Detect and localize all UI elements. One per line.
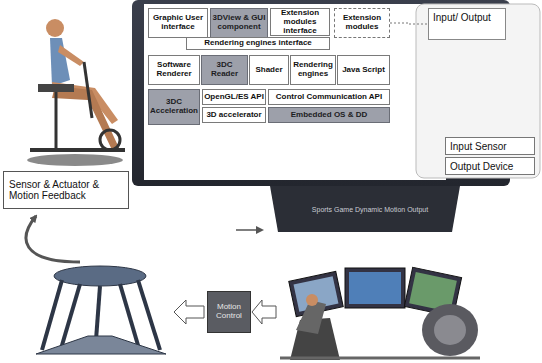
motion-platform [36, 266, 166, 354]
feedback-arrow [26, 216, 80, 262]
process-box: Java Script [337, 55, 390, 85]
process-box: 3DC Reader [201, 55, 248, 85]
device-box: Input Sensor [445, 137, 535, 155]
node-text: Java Script [342, 66, 385, 75]
monitor-stand [270, 186, 460, 232]
node-text: Input/ Output [433, 12, 491, 23]
node-text: Output Device [450, 161, 513, 172]
process-box: 3D accelerator [202, 107, 266, 123]
output-arrow [236, 229, 262, 231]
node-text: 3DC Reader [202, 61, 247, 79]
dotted-connector [390, 23, 428, 24]
io-panel [416, 4, 540, 178]
node-text: Shader [255, 66, 282, 75]
io-box: Input/ Output [428, 8, 506, 40]
process-box: Embedded OS & DD [268, 107, 390, 123]
node-text: Software Renderer [149, 61, 199, 79]
process-box: Extension modules interface [270, 8, 330, 36]
node-text: Control Communication API [276, 93, 382, 102]
node-text: Input Sensor [450, 141, 507, 152]
node-text: Graphic User interface [149, 14, 207, 32]
extension-box: Extension modules [334, 8, 390, 38]
node-text: Motion Control [208, 303, 250, 321]
node-text: 3DView & GUI component [211, 14, 267, 32]
node-text: Embedded OS & DD [291, 111, 367, 120]
node-text: 3D accelerator [206, 111, 261, 120]
node-text: Rendering engines [291, 61, 335, 79]
node-text: Extension modules interface [271, 9, 329, 35]
node-text: Sports Game Dynamic Motion Output [312, 206, 428, 214]
feedback-label: Sensor & Actuator & Motion Feedback [3, 171, 129, 209]
node-text: Extension modules [335, 14, 389, 32]
software-panel [144, 4, 446, 180]
process-box: Graphic User interface [148, 8, 208, 38]
control-arrow [174, 300, 204, 324]
process-box: 3DC Acceleration [148, 89, 200, 125]
simulator-cockpit [280, 267, 480, 360]
node-text: Rendering engines interface [204, 39, 312, 48]
process-box: Software Renderer [148, 55, 200, 85]
node-text: OpenGL/ES API [204, 93, 264, 102]
interface-bar: Rendering engines interface [186, 37, 330, 50]
device-box: Output Device [445, 157, 535, 175]
control-box: Motion Control [207, 291, 251, 333]
output-band: Sports Game Dynamic Motion Output [300, 196, 440, 224]
cockpit-arrow [252, 300, 276, 324]
process-box: OpenGL/ES API [202, 89, 266, 105]
rider-figure [27, 19, 125, 166]
process-box: Rendering engines [290, 55, 336, 85]
process-box: Shader [249, 55, 289, 85]
node-text: Sensor & Actuator & Motion Feedback [9, 179, 123, 201]
process-box: 3DView & GUI component [210, 8, 268, 38]
process-box: Control Communication API [268, 89, 390, 105]
node-text: 3DC Acceleration [149, 98, 199, 116]
